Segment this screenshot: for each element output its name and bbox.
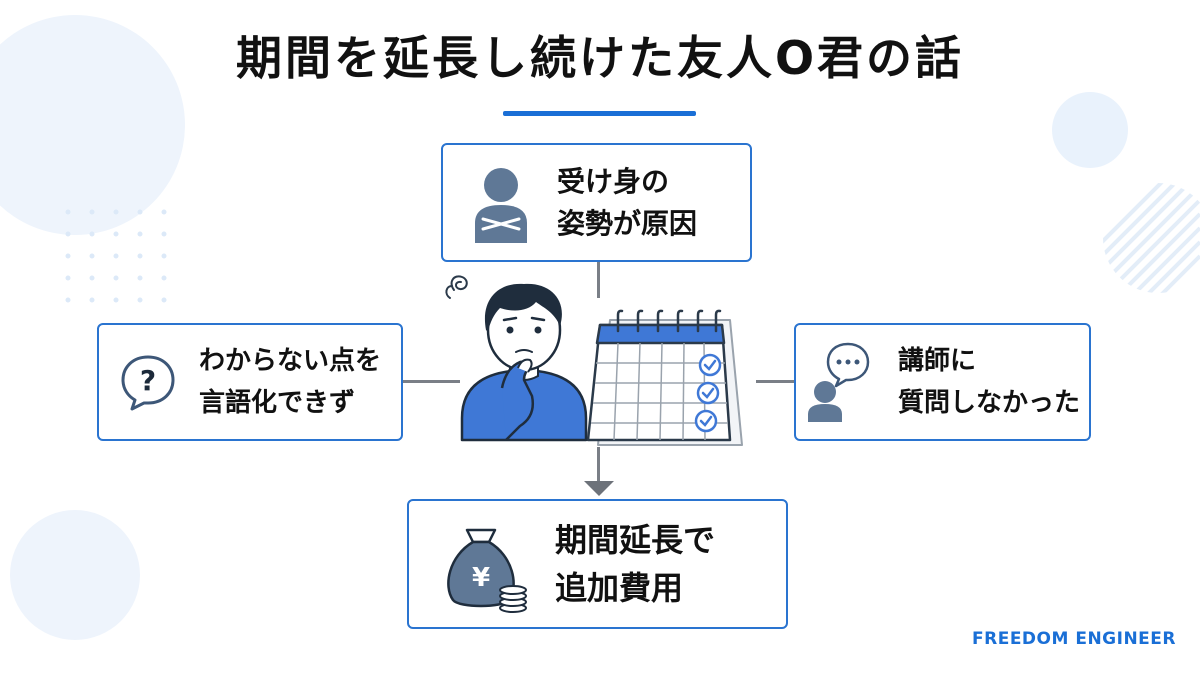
card-bottom-line2: 追加費用	[555, 569, 684, 607]
card-extra-cost: ¥ 期間延長で 追加費用	[407, 499, 788, 629]
card-right-line1: 講師に	[898, 346, 977, 376]
card-passive-attitude: 受け身の 姿勢が原因	[441, 143, 752, 262]
person-speech-bubble-icon	[808, 342, 870, 422]
yen-symbol: ¥	[472, 563, 490, 593]
card-bottom-line1: 期間延長で	[555, 521, 716, 559]
svg-text:?: ?	[140, 364, 156, 397]
card-left-line1: わからない点を	[199, 346, 382, 376]
connector-right	[756, 380, 794, 383]
confused-man-illustration	[445, 275, 588, 442]
connector-top	[597, 262, 600, 298]
card-top-line2: 姿勢が原因	[557, 206, 698, 240]
title-underline	[503, 111, 696, 116]
card-right-line2: 質問しなかった	[898, 388, 1081, 418]
page-title: 期間を延長し続けた友人O君の話	[235, 31, 965, 85]
connector-left	[403, 380, 460, 383]
card-top-line1: 受け身の	[557, 164, 670, 198]
question-bubble-icon: ?	[121, 355, 175, 411]
arrow-down-icon	[584, 481, 614, 496]
card-no-questions: 講師に 質問しなかった	[794, 323, 1091, 441]
connector-bottom	[597, 447, 600, 483]
money-bag-yen-icon: ¥	[447, 528, 527, 613]
calendar-with-checks-illustration	[586, 309, 743, 446]
card-cannot-verbalize: ? わからない点を 言語化できず	[97, 323, 403, 441]
person-arms-crossed-icon	[475, 167, 527, 243]
card-left-line2: 言語化できず	[199, 388, 356, 418]
brand-logo-text: FREEDOM ENGINEER	[972, 629, 1176, 649]
